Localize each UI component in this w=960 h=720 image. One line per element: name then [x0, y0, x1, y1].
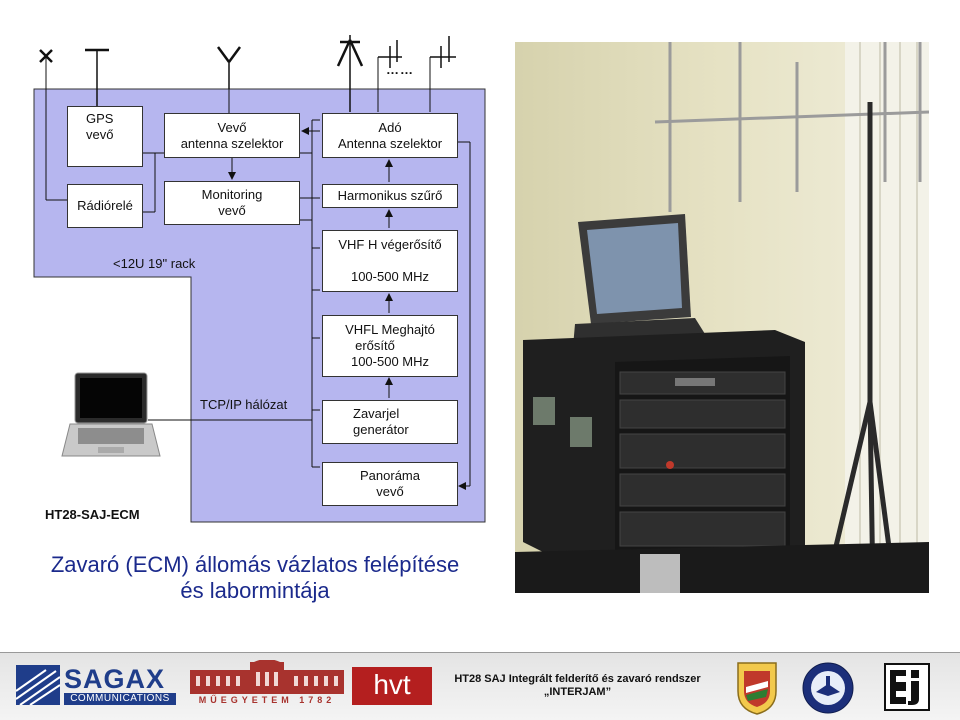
transmitter-antenna-selector-block: Adó Antenna szelektor — [322, 113, 458, 158]
receiver-antenna-selector-line2: antenna szelektor — [180, 136, 284, 151]
vhfl-label-line1: VHFL Meghajtó — [345, 322, 435, 337]
lab-prototype-photo — [515, 42, 929, 593]
network-label: TCP/IP hálózat — [200, 397, 288, 412]
bme-building-icon — [190, 659, 344, 694]
slide-title-line1: Zavaró (ECM) állomás vázlatos felépítése — [50, 552, 460, 577]
jamming-signal-generator-block: Zavarjel generátor — [322, 400, 458, 444]
bme-logo: MŰEGYETEM 1782 — [190, 659, 344, 706]
antennas — [39, 35, 456, 201]
gps-label-line2: vevő — [86, 127, 114, 142]
monitoring-receiver-block: Monitoring vevő — [164, 181, 300, 225]
station-id-label: HT28-SAJ-ECM — [45, 507, 140, 522]
jamming-generator-line2: generátor — [353, 422, 409, 437]
rack-size-label: <12U 19" rack — [113, 256, 196, 271]
transmitter-antenna-selector-line2: Antenna szelektor — [337, 136, 443, 151]
radio-relay-label: Rádiórelé — [77, 198, 133, 213]
vhfh-label-line3: 100-500 MHz — [350, 269, 430, 284]
panorama-receiver-block: Panoráma vevő — [322, 462, 458, 506]
harmonic-filter-block: Harmonikus szűrő — [322, 184, 458, 208]
monitoring-label-line2: vevő — [218, 203, 246, 218]
vhfl-label-line3: 100-500 MHz — [350, 354, 430, 369]
footer-bar — [0, 652, 960, 720]
antenna-dots: …… — [386, 62, 414, 77]
vhfh-label-spacer — [323, 253, 457, 269]
sagax-logo-subtext: COMMUNICATIONS — [64, 693, 176, 705]
footer-project-title-line1: HT28 SAJ Integrált felderítő és zavaró r… — [454, 673, 701, 685]
hvt-logo-text: hvt — [373, 669, 411, 700]
vhfh-label-line1: VHF H végerősítő — [338, 237, 442, 252]
sagax-logo: SAGAX COMMUNICATIONS — [16, 665, 176, 705]
slide-title: Zavaró (ECM) állomás vázlatos felépítése… — [20, 552, 490, 604]
monitoring-label-line1: Monitoring — [201, 187, 263, 202]
radio-relay-block: Rádiórelé — [67, 184, 143, 228]
receiver-antenna-selector-line1: Vevő — [217, 120, 247, 135]
transmitter-antenna-selector-line1: Adó — [378, 120, 402, 135]
footer-project-title-line2: „INTERJAM” — [543, 686, 612, 698]
receiver-antenna-selector-block: Vevő antenna szelektor — [164, 113, 300, 158]
gps-receiver-block: GPS vevő — [67, 106, 143, 167]
bme-logo-text: MŰEGYETEM 1782 — [198, 695, 336, 705]
sagax-emblem-icon — [16, 665, 60, 705]
laptop-icon — [61, 372, 161, 457]
vhfl-driver-amplifier-block: VHFL Meghajtó erősítő 100-500 MHz — [322, 315, 458, 377]
signal-lines — [143, 119, 471, 490]
panorama-label-line1: Panoráma — [360, 468, 420, 483]
panorama-label-line2: vevő — [376, 484, 404, 499]
sagax-logo-text: SAGAX — [64, 664, 166, 694]
vhfh-power-amplifier-block: VHF H végerősítő 100-500 MHz — [322, 230, 458, 292]
ej-logo-icon — [884, 663, 930, 711]
vhfl-label-line2: erősítő — [355, 338, 395, 353]
harmonic-filter-label: Harmonikus szűrő — [337, 188, 443, 203]
slide-title-line2: és labormintája — [180, 578, 330, 603]
footer-project-title: HT28 SAJ Integrált felderítő és zavaró r… — [435, 673, 720, 699]
gps-label-line1: GPS — [86, 111, 114, 126]
jamming-generator-line1: Zavarjel — [353, 406, 400, 421]
round-seal-icon — [802, 662, 854, 714]
crest-emblem-icon — [737, 662, 777, 715]
hvt-logo: hvt — [352, 667, 432, 705]
